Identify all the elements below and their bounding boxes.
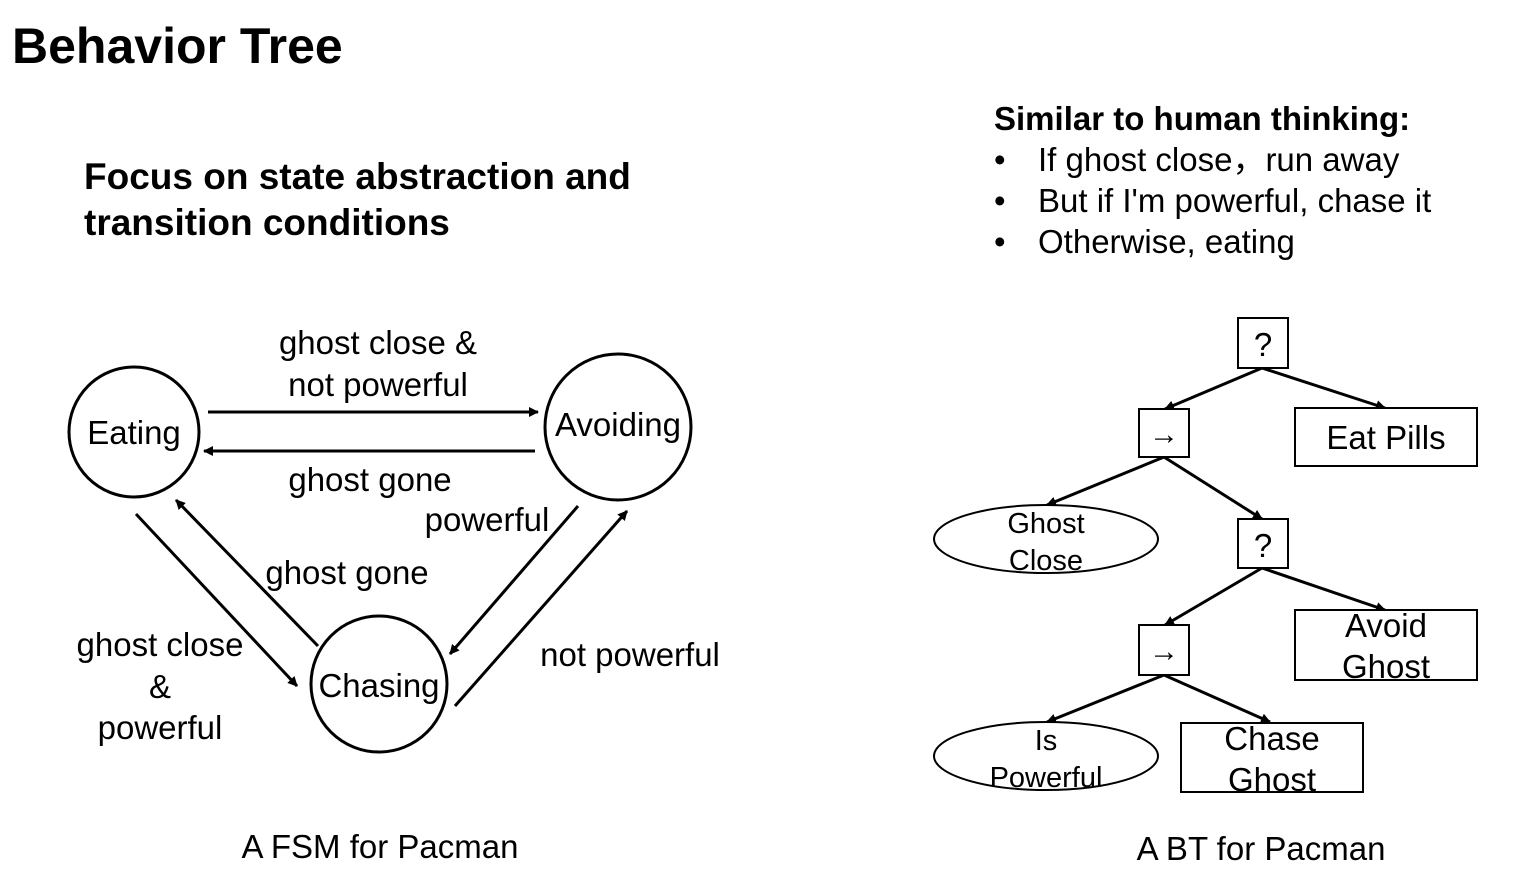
list-item: •Otherwise, eating [994,223,1295,260]
arrow-chasing-to-eating [174,498,320,648]
bt-edge [1163,455,1263,521]
bullet-icon: • [994,182,1006,219]
bt-is-powerful-label-2: Powerful [990,762,1103,794]
human-thinking-list: •If ghost close，run away •But if I'm pow… [994,139,1431,262]
transition-label-eat-avoid-2: not powerful [288,366,468,403]
bullet-icon: • [994,141,1006,178]
focus-line-2: transition conditions [84,202,450,243]
bt-chase-ghost-label-1: Chase [1224,720,1319,757]
bt-edge [1261,566,1386,612]
human-thinking-panel: Similar to human thinking: •If ghost clo… [994,98,1431,262]
bt-selector-2-symbol: ? [1254,527,1272,564]
bt-edge [1164,566,1263,627]
transition-label-eat-chase-1: ghost close [77,626,244,663]
bt-edge [1164,366,1263,411]
transition-label-chase-avoid: not powerful [540,636,720,673]
bt-edge [1046,455,1165,507]
bt-is-powerful-condition [933,721,1159,791]
bt-root-selector [1237,317,1289,369]
focus-line-1: Focus on state abstraction and [84,156,631,197]
fsm-diagram: Eating Avoiding Chasing ghost close & no… [67,324,720,865]
bt-ghost-close-label-1: Ghost [1007,508,1084,540]
transition-label-eat-avoid-1: ghost close & [279,324,477,361]
bullet-icon: • [994,223,1006,260]
state-eating-circle [67,365,201,499]
bt-edge [1163,673,1271,724]
state-chasing-label: Chasing [318,667,439,704]
bt-eat-pills-node [1294,407,1478,467]
bt-is-powerful-label-1: Is [1035,725,1058,757]
list-item: •But if I'm powerful, chase it [994,182,1432,219]
bt-ghost-close-label-2: Close [1009,545,1083,577]
bt-avoid-ghost-node [1294,609,1478,681]
bt-eat-pills-label: Eat Pills [1326,419,1445,456]
bt-avoid-ghost-label-1: Avoid [1345,607,1427,644]
bt-edge [1261,366,1386,410]
bt-avoid-ghost-label-2: Ghost [1342,648,1430,685]
bt-ghost-close-condition [933,504,1159,574]
arrow-eating-to-chasing [134,512,299,688]
transition-label-eat-chase-2: & [149,668,171,705]
transition-label-avoid-eat: ghost gone [288,461,451,498]
state-chasing-circle [309,614,449,754]
bt-sequence-2 [1138,624,1190,676]
state-avoiding-label: Avoiding [555,406,681,443]
transition-label-eat-chase-3: powerful [98,709,223,746]
state-avoiding-circle [543,352,693,502]
bt-sequence-1-symbol: → [1149,418,1179,451]
page-title: Behavior Tree [12,18,343,74]
arrow-chasing-to-avoiding [453,510,629,707]
bt-root-selector-symbol: ? [1254,326,1272,363]
arrow-avoiding-to-chasing [448,505,580,655]
state-eating-label: Eating [87,414,181,451]
bt-selector-2 [1237,518,1289,569]
bt-chase-ghost-label-2: Ghost [1228,761,1316,798]
bt-caption: A BT for Pacman [1137,830,1386,867]
bt-diagram: ? → Eat Pills Ghost Close ? → Avoid Ghos… [933,317,1478,867]
list-item: •If ghost close，run away [994,141,1400,178]
transition-label-chase-eat: ghost gone [265,554,428,591]
fsm-caption: A FSM for Pacman [242,828,519,865]
bt-sequence-2-symbol: → [1149,635,1179,668]
transition-label-avoid-chase: powerful [425,501,550,538]
focus-text: Focus on state abstraction and transitio… [84,154,631,246]
human-thinking-heading: Similar to human thinking: [994,100,1411,137]
bt-sequence-1 [1138,408,1190,458]
bt-edge [1046,673,1165,724]
bt-chase-ghost-node [1180,722,1364,793]
